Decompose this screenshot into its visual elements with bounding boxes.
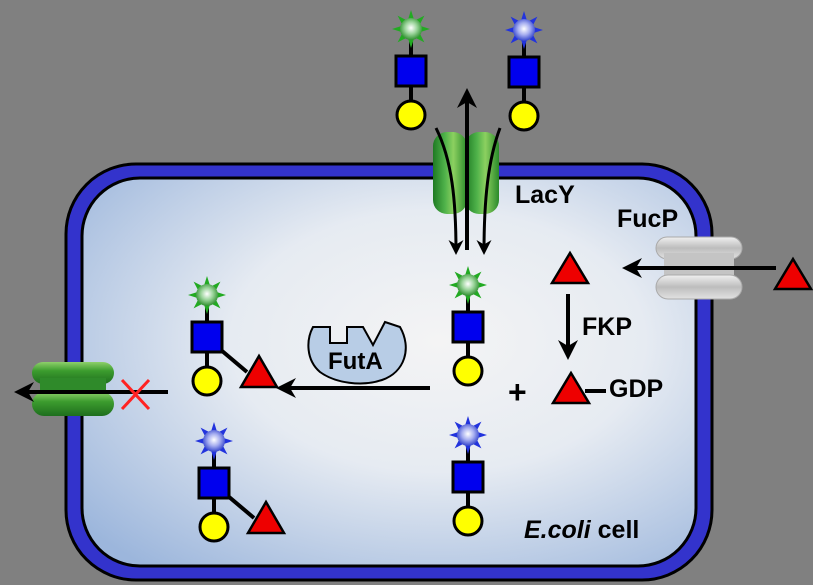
- lacy-uptake-arrow-right: [476, 127, 502, 255]
- glcnac-square-icon: [197, 466, 231, 500]
- futa-label: FutA: [328, 348, 383, 375]
- galactose-circle-icon: [452, 355, 484, 387]
- fucose-triangle-icon: [245, 499, 287, 535]
- blue-star-icon: [505, 11, 543, 49]
- fucp-transporter: [655, 236, 743, 300]
- glycan-int-green: [449, 266, 487, 387]
- cell-label-suffix: cell: [590, 516, 640, 544]
- glcnac-square-icon: [394, 54, 428, 88]
- gdp-label: GDP: [609, 375, 664, 403]
- cell-label-species: E.coli: [524, 516, 591, 544]
- galactose-circle-icon: [198, 511, 230, 543]
- galactose-circle-icon: [191, 365, 223, 397]
- green-star-icon: [449, 266, 487, 304]
- fucose-ext-icon: [772, 256, 813, 291]
- fkp-label: FKP: [582, 313, 632, 341]
- galactose-circle-icon: [395, 99, 427, 131]
- plus-sign: +: [508, 374, 527, 410]
- glycan-int-blue: [449, 416, 487, 537]
- glycan-ext-blue: [505, 11, 543, 132]
- fucp-label: FucP: [617, 205, 679, 233]
- lacy-uptake-arrow-left: [434, 127, 464, 255]
- gdp-fucose-icon: [550, 370, 592, 405]
- lacy-label: LacY: [515, 181, 575, 209]
- blocked-x-icon: [120, 378, 151, 411]
- futa-enzyme: [307, 320, 407, 385]
- blue-star-icon: [449, 416, 487, 454]
- galactose-circle-icon: [508, 100, 540, 132]
- glycan-prod-green: [188, 276, 280, 397]
- galactose-circle-icon: [452, 505, 484, 537]
- export-transporter: [32, 362, 114, 416]
- glycan-layer: [188, 10, 813, 543]
- glcnac-square-icon: [190, 320, 224, 354]
- glcnac-square-icon: [451, 310, 485, 344]
- glycan-ext-green: [392, 10, 430, 131]
- fucose-triangle-icon: [238, 353, 280, 389]
- glcnac-square-icon: [451, 460, 485, 494]
- fucose-int-icon: [549, 250, 591, 285]
- glycan-prod-blue: [195, 422, 287, 543]
- lacy-arrows: [434, 88, 502, 255]
- blue-star-icon: [195, 422, 233, 460]
- green-star-icon: [188, 276, 226, 314]
- green-star-icon: [392, 10, 430, 48]
- cell-label: E.coli cell: [524, 518, 639, 543]
- glcnac-square-icon: [507, 55, 541, 89]
